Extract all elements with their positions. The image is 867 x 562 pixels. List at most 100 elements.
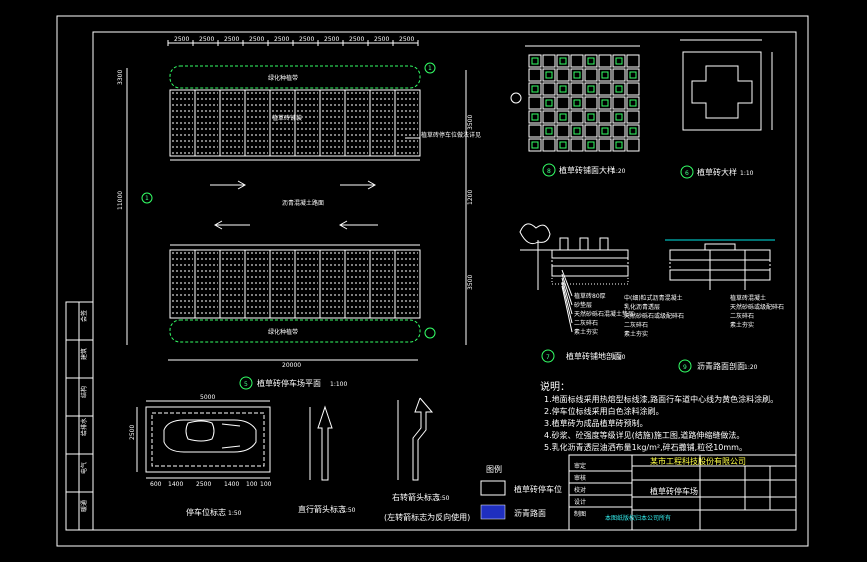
caption-circle bbox=[239, 376, 253, 390]
paver-cell bbox=[584, 124, 598, 138]
paver-cell bbox=[598, 124, 612, 138]
stall-caption: 停车位标志 bbox=[186, 507, 226, 517]
detail-8-paver-pattern: 8 植草砖铺面大样 1:20 bbox=[510, 45, 640, 177]
legend-title: 图例 bbox=[486, 464, 502, 474]
paver-cell bbox=[584, 96, 598, 110]
stall-dim-bottom: 1400 bbox=[224, 481, 239, 488]
plan-caption-scale: 1:100 bbox=[330, 381, 347, 388]
paver-cell bbox=[556, 110, 570, 124]
paver-cell bbox=[542, 82, 556, 96]
detail-6-paver: 6 植草砖大样 1:10 bbox=[680, 39, 773, 179]
stall-dim-bottom: 100 bbox=[246, 481, 258, 488]
paver-cell bbox=[528, 110, 542, 124]
detail-asphalt-section: 中(细)粒式沥青混凝土乳化沥青透层天然砂砾石或级配碎石二灰碎石素土夯实植草砖混凝… bbox=[624, 239, 784, 373]
title-block: 某市工程科技股份有限公司 植草砖停车场 本图纸版权归本公司所有 审定 审核 校对… bbox=[568, 454, 797, 531]
note-item: 1.地面标线采用热熔型标线漆,路面行车道中心线为黄色涂料涂刷。 bbox=[544, 394, 778, 404]
grass-hole bbox=[559, 85, 567, 93]
strip-label: 会签 bbox=[80, 310, 88, 322]
green-belt-top bbox=[169, 65, 421, 89]
paver-cell bbox=[598, 96, 612, 110]
title-row: 审核 bbox=[574, 474, 586, 482]
dim-right: 3500 bbox=[467, 115, 474, 130]
section-label: 天然砂砾石或级配碎石 bbox=[624, 312, 684, 320]
road-arrow-right bbox=[210, 180, 247, 190]
road-arrow-right bbox=[340, 180, 377, 190]
paver-cell bbox=[626, 68, 640, 82]
strip-label: 电气 bbox=[80, 462, 88, 474]
grass-hole bbox=[615, 85, 623, 93]
inner-frame bbox=[92, 31, 797, 531]
grass-hole bbox=[601, 127, 609, 135]
section-label: 二灰碎石 bbox=[624, 321, 648, 329]
paver-cell bbox=[570, 124, 584, 138]
section-label: 植草砖混凝土 bbox=[730, 294, 766, 302]
dim-top: 2500 bbox=[224, 36, 239, 43]
section-label: 素土夯实 bbox=[730, 321, 754, 329]
detail8-caption: 植草砖铺面大样 bbox=[559, 165, 615, 175]
green-belt-bottom bbox=[169, 319, 421, 343]
paver-cell bbox=[612, 110, 626, 124]
dim-top: 2500 bbox=[324, 36, 339, 43]
paver-cell bbox=[570, 96, 584, 110]
paver-cell bbox=[584, 82, 598, 96]
dim-top: 2500 bbox=[374, 36, 389, 43]
detail6-num: 6 bbox=[685, 170, 689, 177]
stall-dim-side: 2500 bbox=[129, 425, 136, 440]
legend-swatch-paver bbox=[480, 480, 506, 496]
section-label: 素土夯实 bbox=[624, 330, 648, 338]
paver-cell bbox=[626, 138, 640, 152]
note-item: 2.停车位标线采用白色涂料涂刷。 bbox=[544, 406, 664, 416]
detail8-scale: 1:20 bbox=[612, 168, 626, 175]
road-label: 沥青混凝土路面 bbox=[282, 199, 324, 207]
dim-top: 2500 bbox=[199, 36, 214, 43]
straight-arrow-detail: 直行箭头标志 1:50 bbox=[298, 405, 356, 514]
strip-label: 结构 bbox=[80, 386, 88, 398]
bottom-note: (左转箭标志为反向使用) bbox=[384, 512, 470, 522]
grass-hole bbox=[573, 127, 581, 135]
grass-hole bbox=[629, 99, 637, 107]
dim-top: 2500 bbox=[274, 36, 289, 43]
caption-num: 5 bbox=[244, 381, 248, 388]
legend-swatch-asphalt bbox=[480, 504, 506, 520]
paver-cell bbox=[612, 82, 626, 96]
title-row: 设计 bbox=[574, 498, 586, 506]
paver-cell bbox=[542, 96, 556, 110]
dim-left: 11000 bbox=[117, 191, 124, 210]
company-name: 某市工程科技股份有限公司 bbox=[650, 456, 746, 466]
dim-top: 2500 bbox=[399, 36, 414, 43]
paver-cell bbox=[612, 138, 626, 152]
detail7-caption: 植草砖铺地剖面 bbox=[566, 351, 622, 361]
strip-label: 建筑 bbox=[80, 348, 88, 360]
grass-hole bbox=[587, 57, 595, 65]
section-label: 乳化沥青透层 bbox=[624, 303, 660, 311]
dim-right: 1200 bbox=[467, 190, 474, 205]
plan-caption: 植草砖停车场平面 bbox=[257, 378, 321, 388]
dim-top: 2500 bbox=[349, 36, 364, 43]
grass-hole bbox=[559, 57, 567, 65]
detailR-scale: 1:20 bbox=[744, 364, 758, 371]
section-label: 植草砖80厚 bbox=[574, 292, 606, 300]
stall-scale: 1:50 bbox=[228, 510, 242, 517]
strip-label: 暖通 bbox=[80, 500, 88, 512]
turn-arrow-scale: 1:50 bbox=[436, 495, 450, 502]
paver-cell bbox=[598, 138, 612, 152]
paver-cell bbox=[528, 138, 542, 152]
detailR-caption: 沥青路面剖面 bbox=[697, 361, 745, 371]
grass-hole bbox=[587, 141, 595, 149]
caption-circle bbox=[542, 163, 556, 177]
paver-cell bbox=[556, 54, 570, 68]
section-label: 二灰碎石 bbox=[574, 319, 598, 327]
caption-circle bbox=[678, 359, 692, 373]
section-marker bbox=[424, 62, 436, 74]
detail7-num: 7 bbox=[546, 354, 550, 361]
section-marker bbox=[510, 92, 522, 104]
paver-cell bbox=[612, 124, 626, 138]
dim-top: 2500 bbox=[299, 36, 314, 43]
left-signoff-strip: 会签 建筑 结构 给排水 电气 暖通 bbox=[65, 301, 94, 531]
detailR-num: 9 bbox=[683, 364, 687, 371]
title-row: 校对 bbox=[574, 486, 586, 494]
paver-cell bbox=[584, 68, 598, 82]
paver-cell bbox=[598, 68, 612, 82]
section-marker bbox=[141, 192, 153, 204]
outer-frame bbox=[56, 15, 809, 547]
